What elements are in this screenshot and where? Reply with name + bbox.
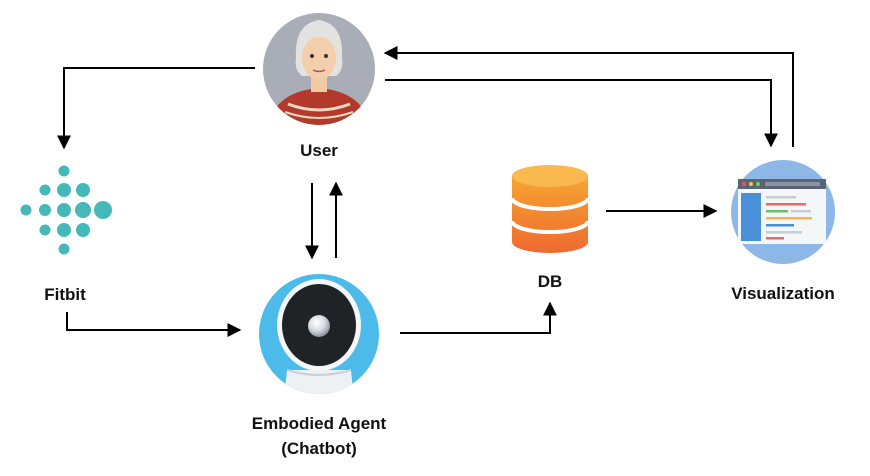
arrow-user-to-fitbit xyxy=(57,67,255,150)
agent-label-line2: (Chatbot) xyxy=(281,439,357,458)
db-label: DB xyxy=(537,272,563,291)
fitbit-label: Fitbit xyxy=(44,285,86,304)
arrow-fitbit-to-agent xyxy=(66,312,242,337)
elderly-woman-avatar-icon xyxy=(263,13,375,125)
arrow-agent-to-db xyxy=(400,301,557,334)
browser-window-code-icon xyxy=(731,160,835,264)
arrow-visualization-to-user xyxy=(383,46,794,147)
user-label: User xyxy=(300,141,338,160)
fitbit-logo-icon xyxy=(20,165,112,255)
agent-label-line1: Embodied Agent xyxy=(251,414,387,433)
visualization-label: Visualization xyxy=(731,284,835,303)
arrows xyxy=(57,46,794,337)
arrow-user-to-visualization xyxy=(385,79,778,148)
robot-head-icon xyxy=(259,274,379,394)
database-cylinder-icon xyxy=(510,165,590,253)
